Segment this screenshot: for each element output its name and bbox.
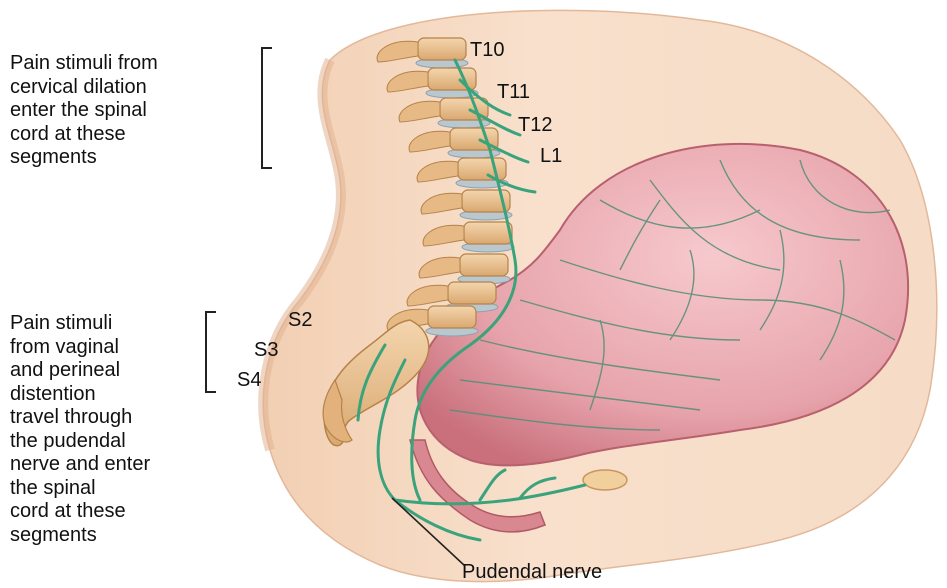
segment-label-t10: T10 — [470, 40, 504, 60]
vaginal-pain-label: Pain stimuli from vaginal and perineal d… — [10, 312, 150, 547]
lower-bracket — [206, 312, 216, 392]
pudendal-nerve-label: Pudendal nerve — [462, 562, 602, 582]
vertebra — [448, 282, 496, 304]
segment-label-s3: S3 — [254, 340, 278, 360]
segment-label-s2: S2 — [288, 310, 312, 330]
segment-label-s4: S4 — [237, 370, 261, 390]
vertebra — [460, 254, 508, 276]
segment-label-t11: T11 — [497, 82, 530, 102]
vertebra — [458, 158, 506, 180]
vertebra — [418, 38, 466, 60]
vertebra — [464, 222, 512, 244]
pubic-bone — [583, 470, 627, 490]
cervical-pain-label: Pain stimuli from cervical dilation ente… — [10, 52, 158, 170]
vertebra — [428, 306, 476, 328]
segment-label-t12: T12 — [518, 115, 552, 135]
upper-bracket — [262, 48, 272, 168]
segment-label-l1: L1 — [540, 146, 562, 166]
